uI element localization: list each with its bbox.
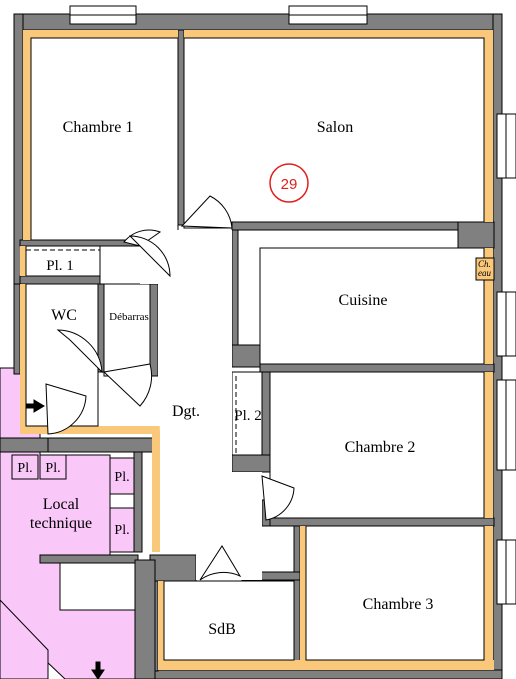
- label-chambre1: Chambre 1: [63, 119, 134, 136]
- label-debarras: Débarras: [109, 311, 149, 323]
- room-labels: Chambre 1 Salon Pl. 1 WC Débarras Cuisin…: [17, 119, 491, 638]
- label-local-technique-1: Local: [43, 496, 80, 513]
- door-salon: [180, 195, 233, 229]
- rooms: [25, 37, 485, 661]
- corridor: [140, 230, 262, 580]
- label-wc: WC: [51, 307, 77, 324]
- label-dgt: Dgt.: [172, 403, 200, 420]
- label-local-technique-2: technique: [30, 515, 92, 532]
- label-cuisine: Cuisine: [339, 292, 388, 309]
- label-chauffe-eau-2: eau: [478, 268, 491, 278]
- label-pl1: Pl. 1: [46, 258, 74, 274]
- insulation: [20, 30, 494, 670]
- label-pl-c: Pl.: [114, 470, 129, 485]
- unit-marker: [269, 163, 309, 203]
- door-chambre2: [261, 475, 295, 521]
- unit-number: 29: [281, 176, 298, 193]
- door-sdb: [199, 545, 242, 581]
- label-sdb: SdB: [208, 621, 236, 638]
- doors: [45, 195, 295, 581]
- arrows: [25, 399, 105, 679]
- label-pl2: Pl. 2: [234, 408, 262, 424]
- windows: [69, 5, 516, 605]
- water-heater-box: [475, 257, 495, 281]
- local-technique-closets: [11, 454, 135, 553]
- label-pl-b: Pl.: [45, 461, 60, 476]
- label-pl-a: Pl.: [17, 461, 32, 476]
- label-chauffe-eau-1: Ch.: [478, 259, 491, 269]
- label-pl-d: Pl.: [114, 523, 129, 538]
- door-chambre1: [128, 235, 171, 278]
- label-chambre2: Chambre 2: [345, 439, 416, 456]
- door-wc: [56, 329, 103, 374]
- closet-fronts: [26, 249, 237, 455]
- label-chambre3: Chambre 3: [363, 596, 434, 613]
- entrance-arrow-icon: [25, 403, 35, 409]
- label-salon: Salon: [317, 119, 353, 136]
- door-debarras: [102, 363, 153, 407]
- door-entrance: [45, 383, 87, 435]
